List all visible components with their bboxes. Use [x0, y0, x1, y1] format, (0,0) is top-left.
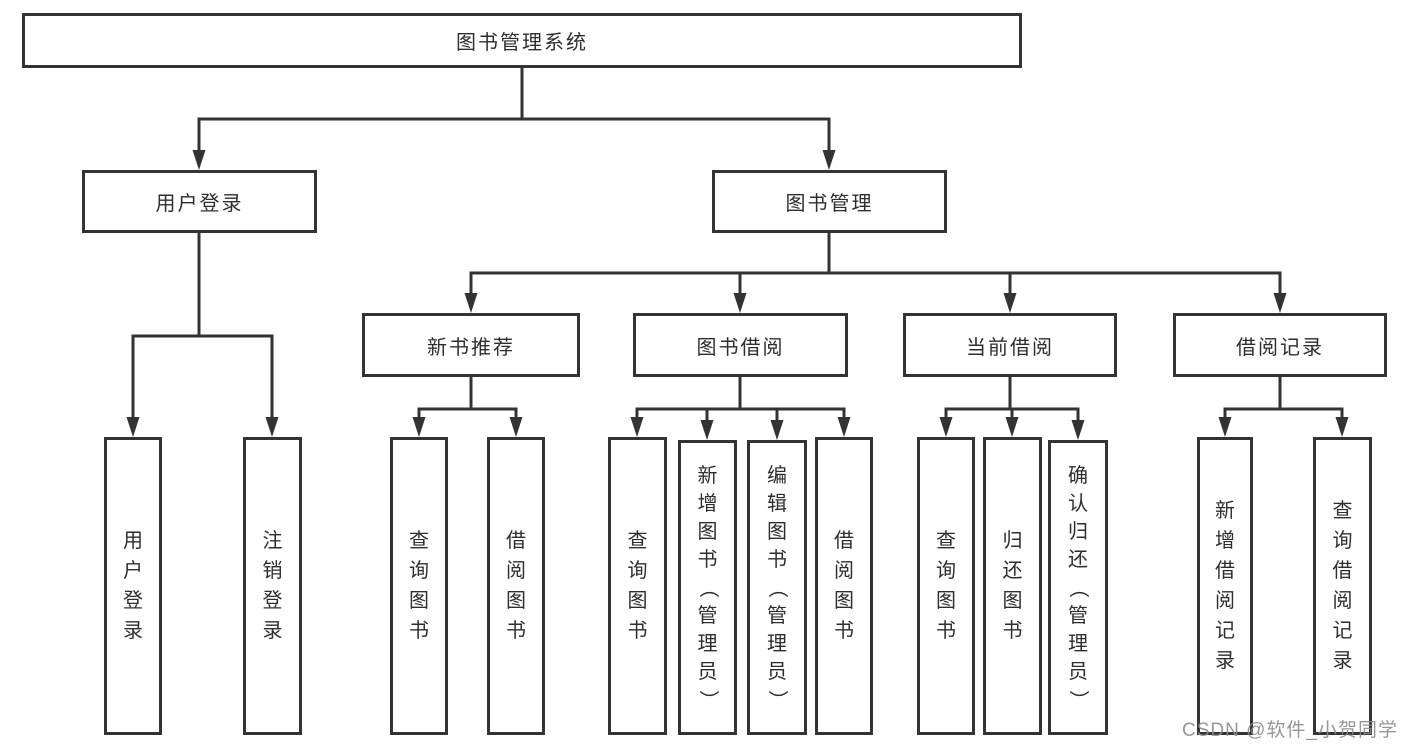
leaf-user-login: 用户登录	[104, 437, 162, 735]
node-current-borrowing-label: 当前借阅	[966, 336, 1054, 359]
node-new-book-recommend-label: 新书推荐	[427, 336, 515, 359]
node-book-management-label: 图书管理	[785, 193, 874, 215]
node-library-system-label: 图书管理系统	[456, 32, 588, 54]
node-book-borrowing-label: 图书借阅	[696, 336, 785, 359]
leaf-query-books-recommend: 查询图书	[390, 437, 448, 735]
watermark: CSDN @软件_小贺同学	[1182, 720, 1398, 741]
leaf-edit-books-admin: 编辑图书（管理员）	[747, 440, 807, 735]
leaf-query-books-current: 查询图书	[917, 437, 975, 735]
leaf-add-borrow-record: 新增借阅记录	[1197, 437, 1253, 735]
leaf-borrow-books-recommend: 借阅图书	[487, 437, 545, 735]
arrowhead-icons	[126, 150, 1349, 440]
node-library-system: 图书管理系统	[22, 13, 1022, 68]
node-new-book-recommend: 新书推荐	[362, 313, 580, 377]
node-book-management: 图书管理	[712, 170, 947, 233]
node-user-login: 用户登录	[82, 170, 317, 233]
leaf-confirm-return-admin: 确认归还（管理员）	[1048, 440, 1108, 735]
leaf-borrow-books-borrowing: 借阅图书	[815, 437, 873, 735]
leaf-query-borrow-record: 查询借阅记录	[1313, 437, 1372, 735]
node-book-borrowing: 图书借阅	[633, 313, 848, 377]
node-current-borrowing: 当前借阅	[903, 313, 1117, 377]
leaf-logout: 注销登录	[243, 437, 302, 735]
leaf-add-books-admin: 新增图书（管理员）	[678, 440, 737, 735]
leaf-return-books: 归还图书	[983, 437, 1042, 735]
node-borrowing-records: 借阅记录	[1173, 313, 1387, 377]
node-borrowing-records-label: 借阅记录	[1236, 336, 1324, 359]
leaf-query-books-borrowing: 查询图书	[608, 437, 667, 735]
node-user-login-label: 用户登录	[155, 193, 244, 215]
